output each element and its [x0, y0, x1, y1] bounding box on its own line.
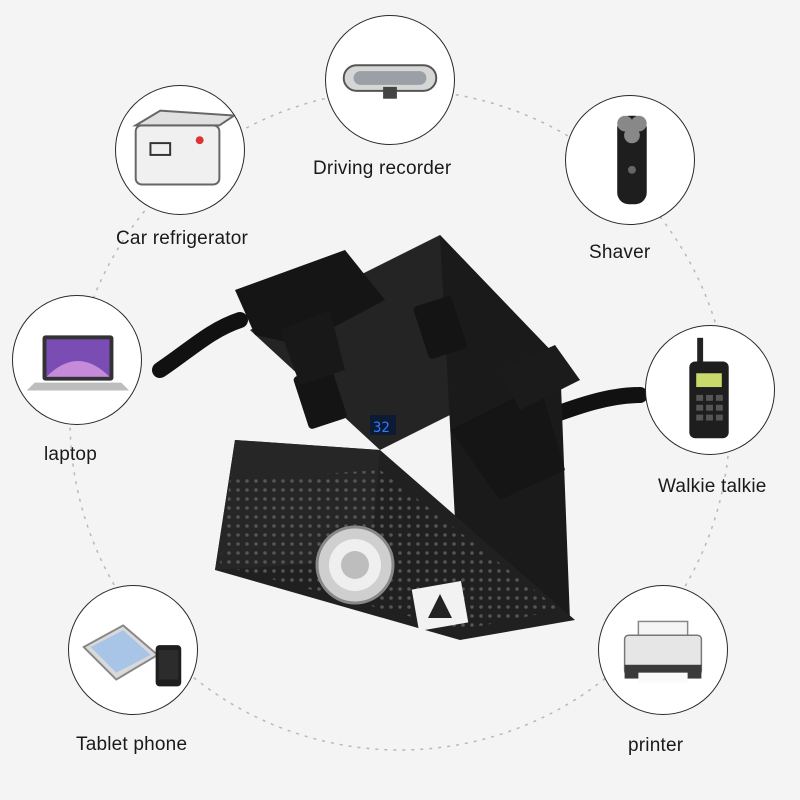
tablet-phone-circle	[68, 585, 198, 715]
tablet-phone-icon	[82, 624, 182, 687]
car-refrigerator-label: Car refrigerator	[116, 228, 249, 249]
printer-circle	[598, 585, 728, 715]
tablet-phone-label: Tablet phone	[76, 734, 188, 755]
driving-recorder-circle	[325, 15, 455, 145]
walkie-talkie-icon	[689, 337, 729, 439]
car-refrigerator-circle	[115, 85, 245, 215]
electric-shaver-icon	[617, 115, 647, 205]
printer-icon	[623, 620, 703, 683]
laptop-icon	[26, 335, 130, 391]
walkie-talkie-label: Walkie talkie	[658, 476, 767, 497]
walkie-talkie-circle	[645, 325, 775, 455]
laptop-label: laptop	[44, 444, 97, 465]
shaver-circle	[565, 95, 695, 225]
driving-recorder-label: Driving recorder	[313, 158, 452, 179]
car-fridge-icon	[132, 109, 238, 186]
svg-text:32: 32	[373, 420, 390, 436]
rearview-mirror-icon	[342, 64, 438, 99]
laptop-circle	[12, 295, 142, 425]
printer-label: printer	[628, 735, 684, 756]
shaver-label: Shaver	[589, 242, 651, 263]
